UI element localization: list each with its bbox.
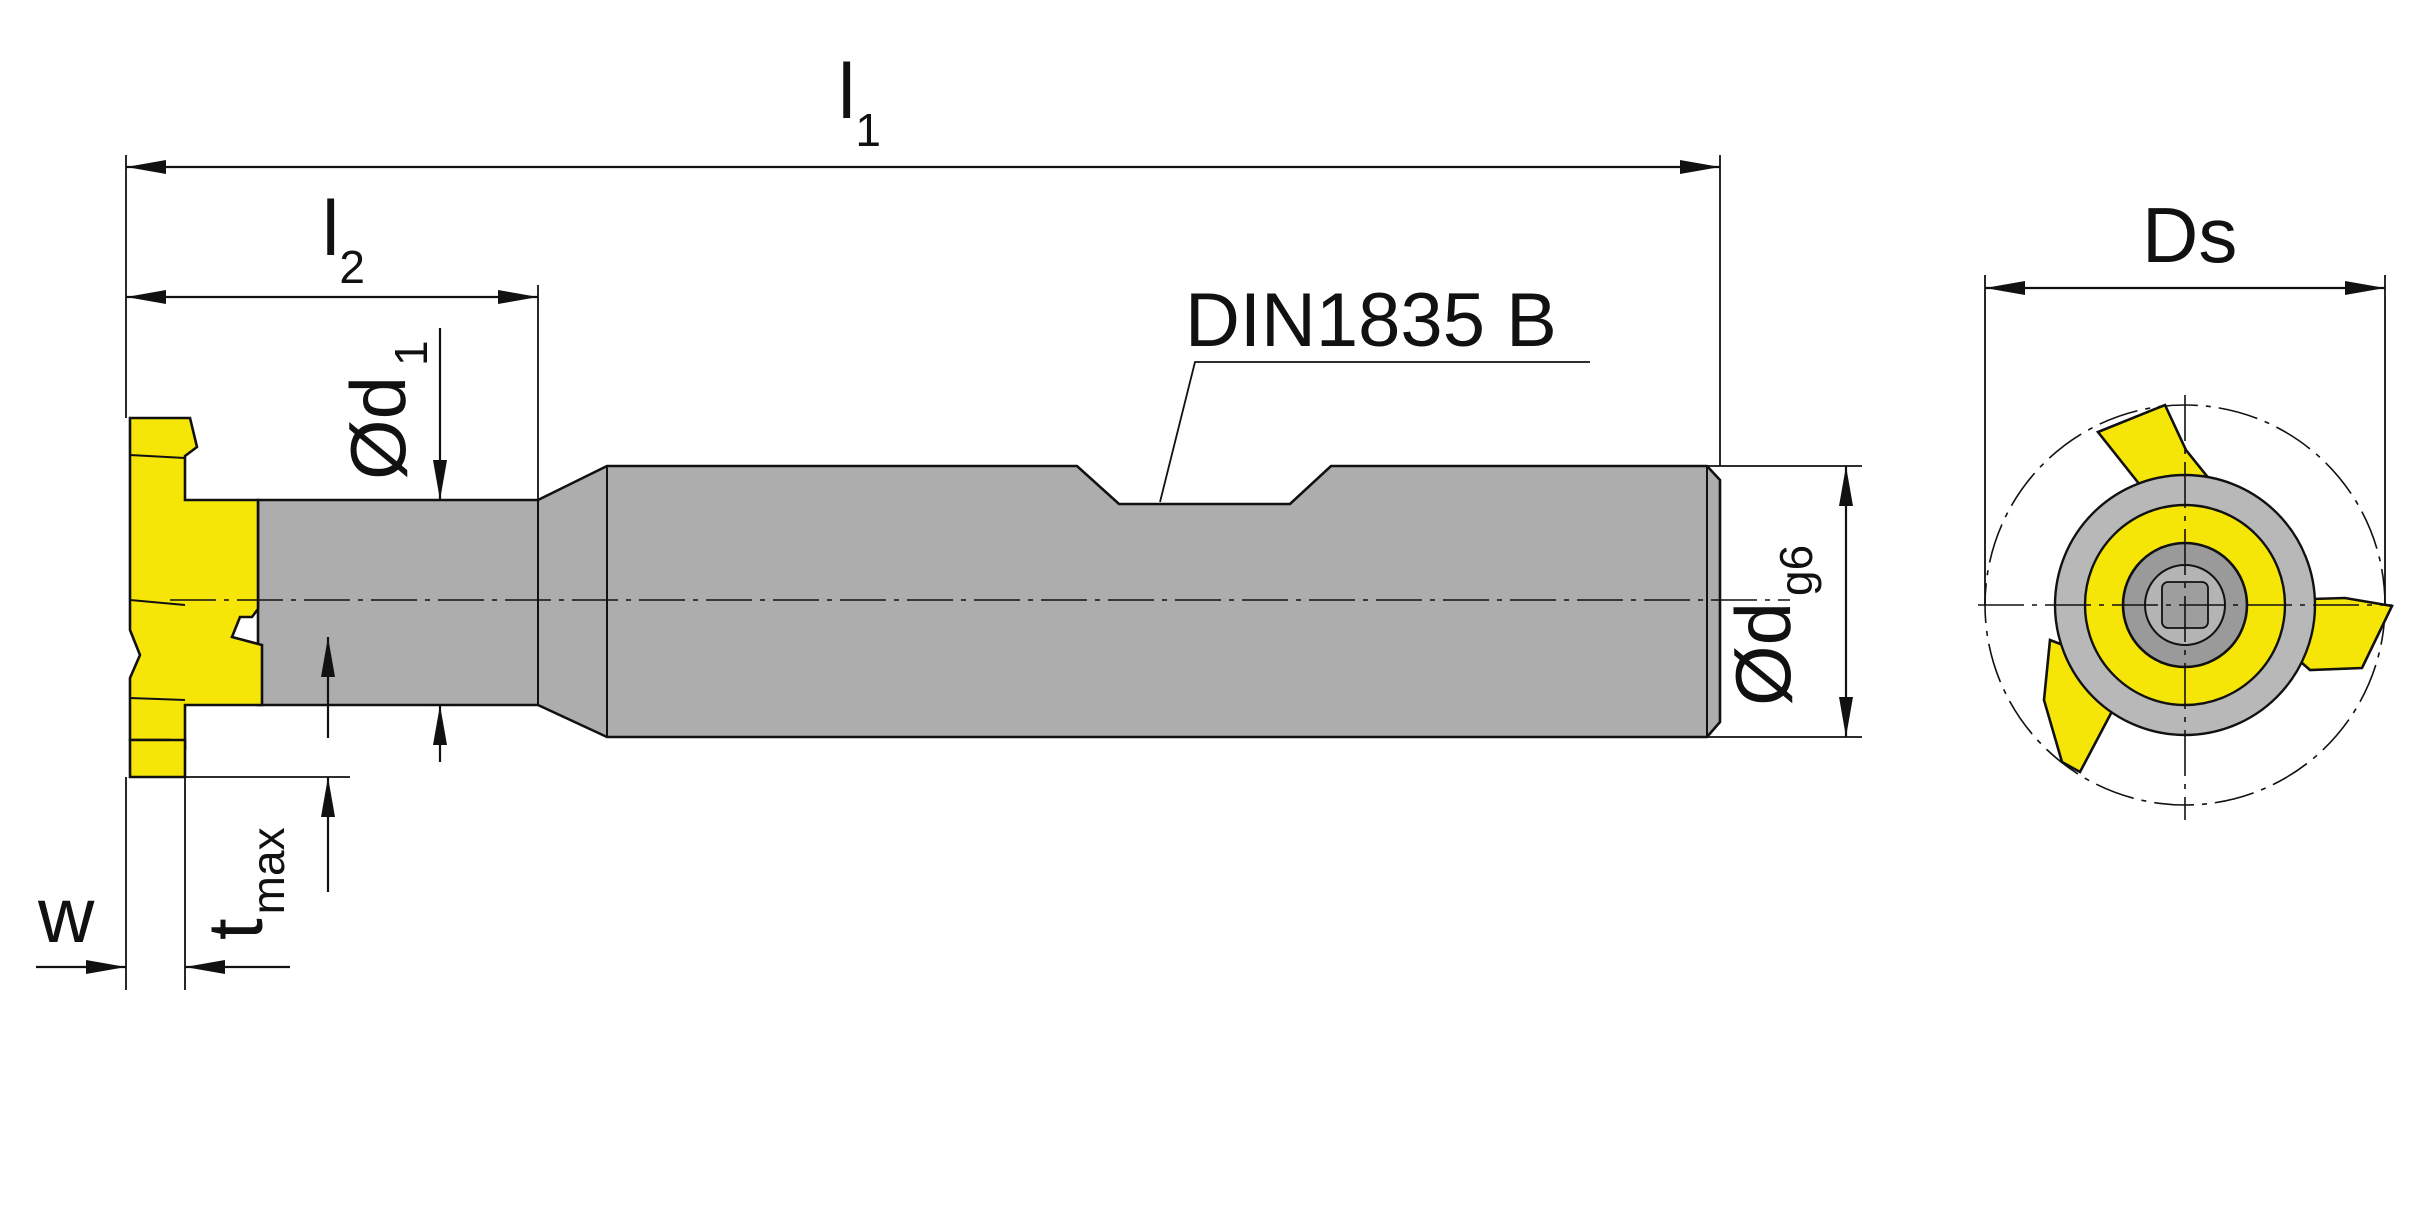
insert-edge [129,697,186,701]
tool-shank [256,464,1722,739]
insert-edge [129,599,186,606]
w-label: w [37,871,95,959]
cutter-insert [128,416,264,751]
l2-label: l2 [322,184,365,293]
insert-edge [129,454,186,459]
tmax-label: tmax [191,827,294,940]
ds-label: Ds [2142,191,2237,279]
side-view [36,155,1862,990]
end-view [1978,275,2394,820]
cutter-insert-lower [128,738,187,779]
l1-label: l1 [838,47,881,156]
din-leader [1159,361,1590,503]
d1-label: Ød1 [334,340,437,480]
din-standard-label: DIN1835 B [1185,278,1557,363]
dg6-label: Ødg6 [1719,545,1822,706]
